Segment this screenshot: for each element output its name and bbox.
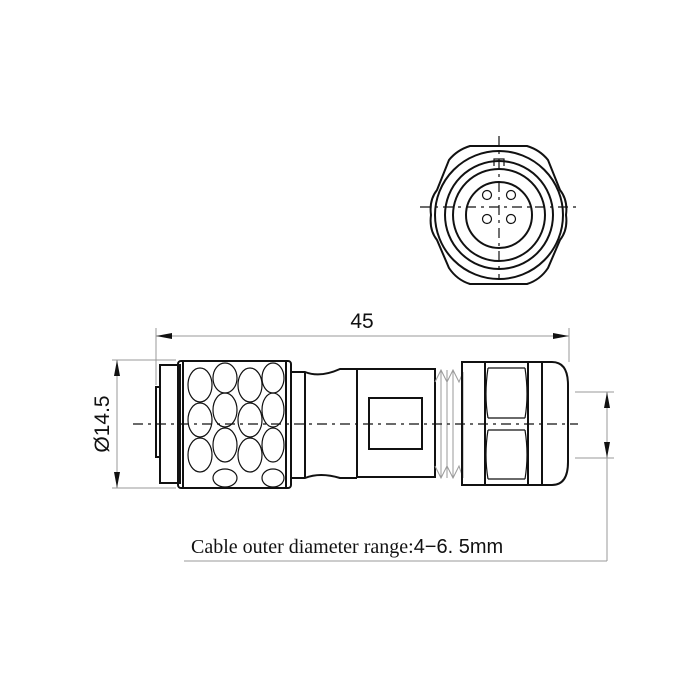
diameter-dimension: Ø14.5 <box>91 359 176 489</box>
arrow-down-icon <box>604 442 610 458</box>
gland-dome-cap <box>542 361 569 486</box>
knurled-coupling-nut <box>177 360 292 489</box>
pin-1 <box>481 189 493 201</box>
length-dimension: 45 <box>155 310 570 385</box>
cable-note: Cable outer diameter range:4−6. 5mm <box>191 536 503 558</box>
arrow-down-icon <box>114 472 120 488</box>
main-body <box>356 368 436 478</box>
length-label: 45 <box>350 310 373 333</box>
knurl-pattern <box>187 362 285 488</box>
arrow-left-icon <box>156 333 172 339</box>
pin-holes <box>481 189 517 225</box>
pin-4 <box>505 213 517 225</box>
arrow-up-icon <box>114 360 120 376</box>
cable-dimension: Cable outer diameter range:4−6. 5mm <box>184 391 614 562</box>
pin-3 <box>481 213 493 225</box>
front-nut-outline <box>429 145 568 285</box>
diameter-label: Ø14.5 <box>91 395 114 452</box>
side-view <box>133 360 578 489</box>
arrow-up-icon <box>604 392 610 408</box>
note-value: 4−6. 5mm <box>414 536 503 558</box>
front-view <box>420 136 576 285</box>
pin-2 <box>505 189 517 201</box>
arrow-right-icon <box>553 333 569 339</box>
note-prefix: Cable outer diameter range: <box>191 536 414 558</box>
